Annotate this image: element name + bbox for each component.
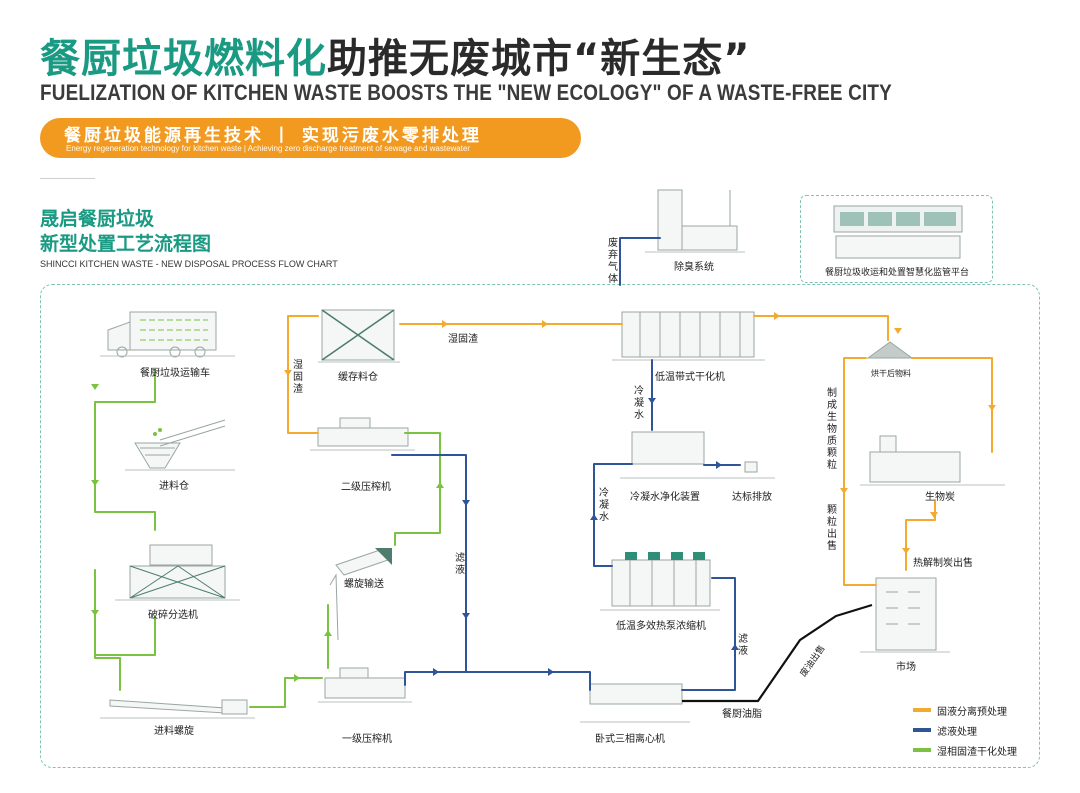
label-pyrolysis: 热解制炭出售 xyxy=(913,558,973,569)
press1-icon xyxy=(318,667,412,703)
legend-item: 滤液处理 xyxy=(913,720,1017,740)
tagline-en: Energy regeneration technology for kitch… xyxy=(66,144,471,153)
main-title: 餐厨垃圾燃料化助推无废城市“新生态” xyxy=(40,26,751,84)
label-dried-material: 烘干后物料 xyxy=(871,369,911,378)
press2-icon xyxy=(310,417,415,451)
label-platform: 餐厨垃圾收运和处置智慧化监管平台 xyxy=(824,268,970,278)
orange-pellets-to-market xyxy=(843,357,877,586)
flow-label-condensate-1: 冷凝水 xyxy=(634,386,644,421)
green-arrows xyxy=(91,384,444,682)
flow-label-make-pellets: 制成生物质颗粒 xyxy=(827,388,837,471)
dryer-icon xyxy=(612,311,765,361)
section-title-en: SHINCCI KITCHEN WASTE - NEW DISPOSAL PRO… xyxy=(40,259,338,269)
screw-conveyor-icon xyxy=(329,548,392,641)
truck-icon xyxy=(100,311,235,358)
label-feed-bin: 进料仓 xyxy=(159,481,189,492)
legend-item: 固液分离预处理 xyxy=(913,700,1017,720)
deodor-icon xyxy=(645,189,745,253)
label-market: 市场 xyxy=(896,662,916,673)
purifier-icon xyxy=(620,431,775,479)
label-dryer: 低温带式干化机 xyxy=(655,372,725,383)
equipment-layer xyxy=(100,189,1005,723)
flow-label-wet-residue-v: 湿固渣 xyxy=(293,360,303,395)
crusher-icon xyxy=(115,544,240,601)
feed-bin-icon xyxy=(125,419,235,471)
label-discharge: 达标排放 xyxy=(732,492,772,503)
label-kitchen-oil: 餐厨油脂 xyxy=(722,709,762,720)
legend-label: 固液分离预处理 xyxy=(937,706,1007,718)
orange-arrows xyxy=(284,312,996,554)
label-screw-conveyor: 螺旋输送 xyxy=(344,579,384,590)
label-buffer-bin: 缓存料仓 xyxy=(338,372,378,383)
label-biochar: 生物炭 xyxy=(925,492,955,503)
label-press2: 二级压榨机 xyxy=(341,482,391,493)
process-frame xyxy=(40,284,1040,768)
section-title: 晟启餐厨垃圾 新型处置工艺流程图 xyxy=(40,207,211,257)
flow-label-pellet-sale: 颗粒出售 xyxy=(827,505,837,552)
blue-to-centrifuge xyxy=(465,671,591,691)
legend-item: 湿相固渣干化处理 xyxy=(913,740,1017,760)
label-crusher: 破碎分选机 xyxy=(148,610,198,621)
green-conveyor-to-press2 xyxy=(394,432,441,546)
section-title-line2: 新型处置工艺流程图 xyxy=(40,233,212,255)
flow-label-filtrate-2: 滤液 xyxy=(738,634,748,657)
platform-screens-icon xyxy=(833,205,963,259)
legend: 固液分离预处理 滤液处理 湿相固渣干化处理 xyxy=(913,700,1017,760)
green-crusher-to-screw xyxy=(94,569,121,691)
label-feed-screw: 进料螺旋 xyxy=(154,726,194,737)
orange-pile-to-biochar xyxy=(911,357,993,453)
black-oil-line xyxy=(682,603,873,703)
main-title-green: 餐厨垃圾燃料化 xyxy=(40,36,327,82)
main-subtitle-en: FUELIZATION OF KITCHEN WASTE BOOSTS THE … xyxy=(40,80,892,105)
market-icon xyxy=(860,577,950,653)
label-concentrator: 低温多效热泵浓缩机 xyxy=(616,621,706,632)
orange-dryer-to-pile xyxy=(753,315,889,341)
tagline-cn: 餐厨垃圾能源再生技术 丨 实现污废水零排处理 xyxy=(64,126,482,146)
flow-label-waste-gas: 废弃气体 xyxy=(608,238,618,285)
flow-label-filtrate-1: 滤液 xyxy=(455,553,465,576)
concentrator-icon xyxy=(600,552,720,611)
buffer-bin-icon xyxy=(318,309,400,363)
centrifuge-icon xyxy=(580,683,690,723)
label-truck: 餐厨垃圾运输车 xyxy=(140,368,210,379)
section-title-line1: 晟启餐厨垃圾 xyxy=(40,208,155,230)
legend-swatch-blue xyxy=(913,728,931,732)
label-deodor: 除臭系统 xyxy=(674,262,714,273)
label-press1: 一级压榨机 xyxy=(342,734,392,745)
legend-swatch-green xyxy=(913,748,931,752)
dried-material-icon xyxy=(866,341,914,359)
biochar-icon xyxy=(860,435,1005,486)
platform-frame xyxy=(800,195,993,283)
blue-centrifuge-to-concentrator xyxy=(681,577,736,691)
main-title-dark: 助推无废城市“新生态” xyxy=(327,36,751,82)
orange-biochar-to-market xyxy=(905,499,936,571)
green-flow-lines xyxy=(94,369,441,708)
green-truck-to-crusher xyxy=(94,369,156,531)
flow-label-wet-residue-h: 湿固渣 xyxy=(448,334,478,345)
blue-arrows xyxy=(433,398,739,676)
label-purifier: 冷凝水净化装置 xyxy=(630,492,700,503)
legend-swatch-orange xyxy=(913,708,931,712)
label-centrifuge: 卧式三相离心机 xyxy=(595,734,665,745)
feed-screw-icon xyxy=(100,699,255,719)
legend-label: 滤液处理 xyxy=(937,726,977,738)
green-screw-to-press1 xyxy=(249,677,323,708)
legend-label: 湿相固渣干化处理 xyxy=(937,746,1017,758)
tagline-pill: 餐厨垃圾能源再生技术 丨 实现污废水零排处理 Energy regenerati… xyxy=(40,118,581,158)
divider xyxy=(40,178,95,179)
flow-label-condensate-2: 冷凝水 xyxy=(599,488,609,523)
blue-waste-gas xyxy=(619,237,661,286)
